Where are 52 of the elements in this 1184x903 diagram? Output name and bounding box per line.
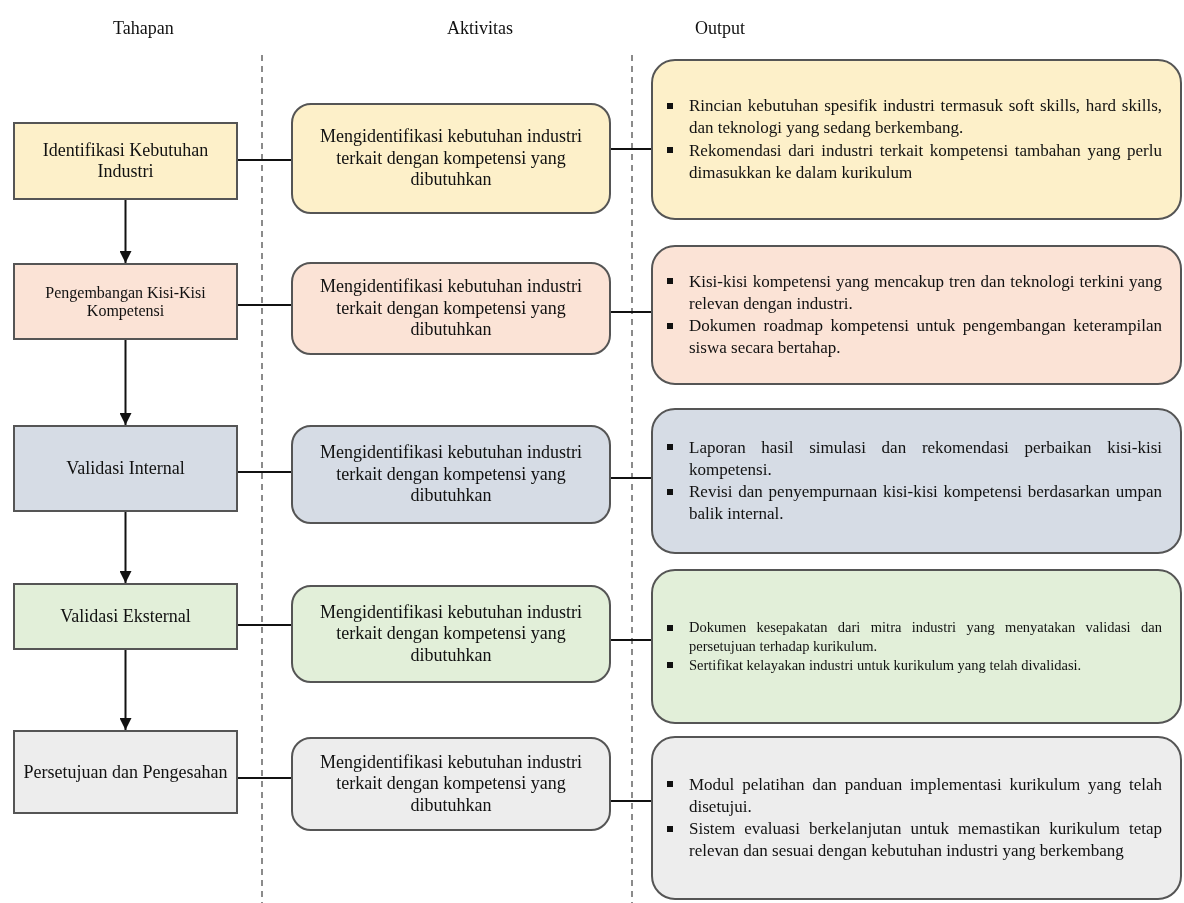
bullet-item: Dokumen roadmap kompetensi untuk pengembangan keterampilan siswa secara bertahap. [689, 315, 1162, 360]
arrow [119, 649, 132, 731]
activity-box [291, 262, 611, 355]
stage-title: Validasi Eksternal [60, 606, 191, 627]
connector-line [237, 471, 292, 473]
stage-box [13, 122, 238, 200]
connector-line [237, 304, 292, 306]
bullet-item: Rincian kebutuhan spesifik industri termasuk soft skills, hard skills, dan teknologi yang sedang berkembang. [689, 95, 1162, 140]
arrow [119, 339, 132, 426]
column-header: Tahapan [113, 18, 174, 39]
column-header: Output [695, 18, 745, 39]
connector-line [237, 159, 292, 161]
arrow [119, 199, 132, 264]
activity-text: Mengidentifikasi kebutuhan industri terkait dengan kompetensi yang dibutuhkan [319, 276, 583, 341]
stage-title: Persetujuan dan Pengesahan [23, 761, 228, 783]
stage-box [13, 263, 238, 340]
column-header: Aktivitas [447, 18, 513, 39]
bullet-item: Modul pelatihan dan panduan implementasi kurikulum yang telah disetujui. [689, 773, 1162, 818]
connector-line [237, 624, 292, 626]
activity-text: Mengidentifikasi kebutuhan industri terkait dengan kompetensi yang dibutuhkan [319, 442, 583, 507]
bullet-item: Sertifikat kelayakan industri untuk kurikulum yang telah divalidasi. [689, 655, 1162, 675]
bullet-item: Laporan hasil simulasi dan rekomendasi perbaikan kisi-kisi kompetensi. [689, 436, 1162, 481]
bullet-item: Revisi dan penyempurnaan kisi-kisi kompetensi berdasarkan umpan balik internal. [689, 481, 1162, 526]
connector-line [237, 777, 292, 779]
activity-text: Mengidentifikasi kebutuhan industri terkait dengan kompetensi yang dibutuhkan [319, 751, 583, 817]
bullet-item: Kisi-kisi kompetensi yang mencakup tren dan teknologi terkini yang relevan dengan industri. [689, 270, 1162, 315]
stage-title: Pengembangan Kisi-Kisi Kompetensi [44, 283, 207, 320]
activity-box [291, 585, 611, 683]
output-box [651, 569, 1182, 724]
activity-box [291, 103, 611, 214]
stage-box [13, 583, 238, 650]
stage-title: Validasi Internal [66, 458, 185, 479]
output-box [651, 736, 1182, 900]
stage-box [13, 425, 238, 512]
activity-text: Mengidentifikasi kebutuhan industri terkait dengan kompetensi yang dibutuhkan [319, 126, 583, 191]
arrow [119, 511, 132, 584]
output-box [651, 408, 1182, 554]
activity-box [291, 737, 611, 831]
connector-line [610, 148, 652, 150]
connector-line [610, 800, 652, 802]
bullet-item: Dokumen kesepakatan dari mitra industri yang menyatakan validasi dan persetujuan terhadap kurikulum. [689, 618, 1162, 656]
output-box [651, 59, 1182, 220]
connector-line [610, 477, 652, 479]
activity-box [291, 425, 611, 524]
connector-line [610, 311, 652, 313]
bullet-item: Sistem evaluasi berkelanjutan untuk memastikan kurikulum tetap relevan dan sesuai dengan kebutuhan industri yang berkembang [689, 818, 1162, 863]
activity-text: Mengidentifikasi kebutuhan industri terkait dengan kompetensi yang dibutuhkan [319, 601, 583, 667]
output-box [651, 245, 1182, 385]
connector-line [610, 639, 652, 641]
bullet-item: Rekomendasi dari industri terkait kompetensi tambahan yang perlu dimasukkan ke dalam kurikulum [689, 139, 1162, 184]
stage-title: Identifikasi Kebutuhan Industri [41, 140, 210, 182]
stage-box [13, 730, 238, 814]
